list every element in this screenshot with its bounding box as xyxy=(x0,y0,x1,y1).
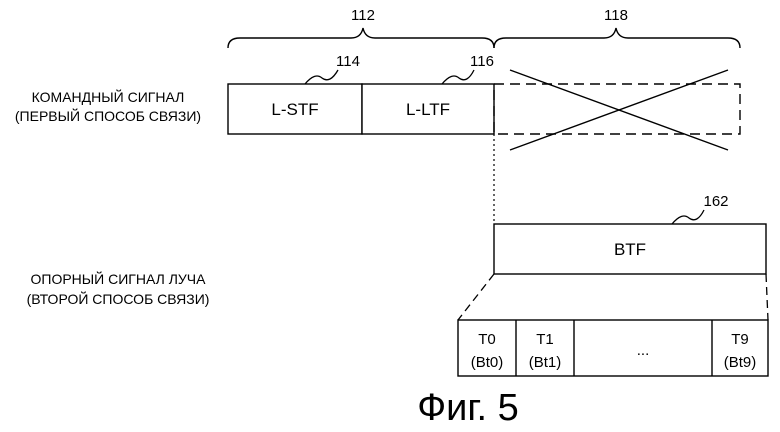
command-signal-sublabel: (ПЕРВЫЙ СПОСОБ СВЯЗИ) xyxy=(15,107,201,124)
ref-112: 112 xyxy=(351,7,375,24)
cell-t0-label: T0 xyxy=(478,331,496,348)
ref-116: 116 xyxy=(470,53,494,70)
ref-162: 162 xyxy=(703,193,728,210)
figure-caption: Фиг. 5 xyxy=(417,387,519,429)
cell-t1-label: T1 xyxy=(536,331,554,348)
leader-116 xyxy=(442,70,474,84)
btf-label: BTF xyxy=(614,240,646,259)
cell-ellipsis: ... xyxy=(637,342,650,359)
ref-118: 118 xyxy=(604,7,628,24)
leader-114 xyxy=(305,70,338,84)
command-signal-label: КОМАНДНЫЙ СИГНАЛ xyxy=(32,88,185,105)
cell-t9-label: T9 xyxy=(731,331,749,348)
brace-118 xyxy=(494,28,740,48)
reference-signal-sublabel: (ВТОРОЙ СПОСОБ СВЯЗИ) xyxy=(27,290,210,307)
cell-t9-sublabel: (Bt9) xyxy=(724,354,757,371)
lltf-label: L-LTF xyxy=(406,100,450,119)
cell-t1-sublabel: (Bt1) xyxy=(529,354,562,371)
expand-line-left xyxy=(458,274,494,320)
expand-line-right xyxy=(766,274,768,320)
ref-114: 114 xyxy=(336,53,360,70)
cell-t0-sublabel: (Bt0) xyxy=(471,354,504,371)
training-fields-row xyxy=(458,320,768,376)
leader-162 xyxy=(672,210,704,224)
reference-signal-label: ОПОРНЫЙ СИГНАЛ ЛУЧА xyxy=(31,270,207,287)
lstf-label: L-STF xyxy=(271,100,318,119)
brace-112 xyxy=(228,28,494,48)
